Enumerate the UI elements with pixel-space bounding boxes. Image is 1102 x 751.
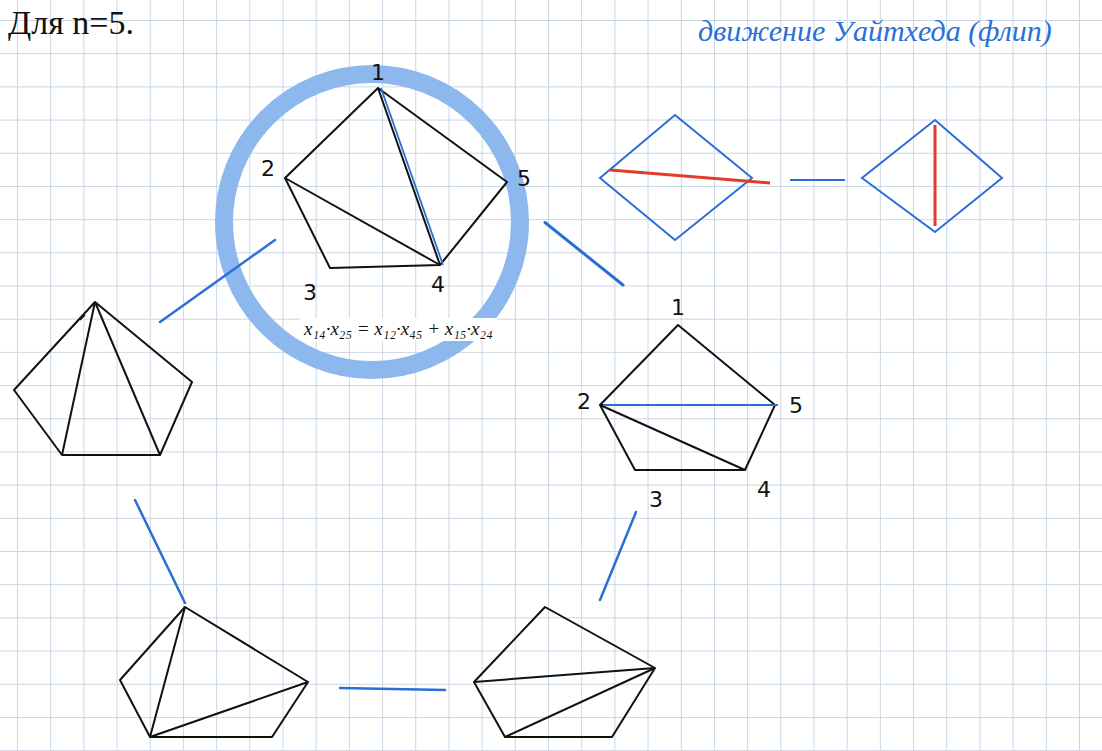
triangulated-pentagon	[14, 302, 192, 455]
vertex-number: 4	[757, 479, 771, 501]
diagonal	[600, 405, 745, 470]
pentagon-outline	[600, 325, 775, 470]
flip-link	[160, 240, 275, 322]
pentagon-outline	[255, 60, 545, 310]
vertex-number: 5	[517, 168, 531, 190]
page-title: Для n=5.	[8, 4, 134, 41]
flip-link	[135, 500, 185, 603]
diagonal	[80, 315, 85, 320]
flip-link	[340, 688, 445, 690]
diagonal	[603, 404, 778, 406]
vertex-number: 3	[303, 282, 317, 304]
diagonal	[505, 668, 655, 737]
vertex-number: 5	[789, 395, 803, 417]
vertex-number: 3	[649, 489, 663, 511]
flip-diagonal	[934, 125, 937, 226]
diagonal	[95, 302, 160, 455]
triangulated-pentagon	[474, 607, 655, 737]
highlight-circle	[224, 74, 520, 370]
quad-before	[600, 115, 752, 240]
vertex-number: 2	[261, 158, 275, 180]
vertex-number: 1	[371, 62, 385, 84]
pentagon-outline	[285, 88, 507, 268]
diagonal	[381, 88, 443, 265]
diagonal	[150, 682, 308, 737]
triangulated-pentagon: 1 2 3 4 5	[255, 60, 545, 310]
diagonal	[150, 607, 185, 737]
flip-link	[790, 179, 845, 181]
quad-after	[862, 120, 1002, 232]
flip-link	[600, 512, 636, 600]
vertex-number: 2	[577, 391, 591, 413]
flip-diagonal	[610, 170, 770, 183]
heading-note: движение Уайтхеда (флип)	[698, 14, 1052, 47]
vertex-number: 1	[671, 297, 685, 319]
diagonal	[62, 302, 95, 455]
triangulated-pentagon	[120, 607, 308, 737]
formula: x₁₄·x₂₅ = x₁₂·x₄₅ + x₁₅·x₂₄	[300, 318, 497, 341]
triangulated-pentagon: 1 2 3 4 5	[575, 285, 815, 525]
pentagon-outline	[575, 285, 815, 525]
flip-link	[545, 223, 623, 286]
vertex-number: 4	[431, 274, 445, 296]
diagonal	[378, 88, 440, 265]
